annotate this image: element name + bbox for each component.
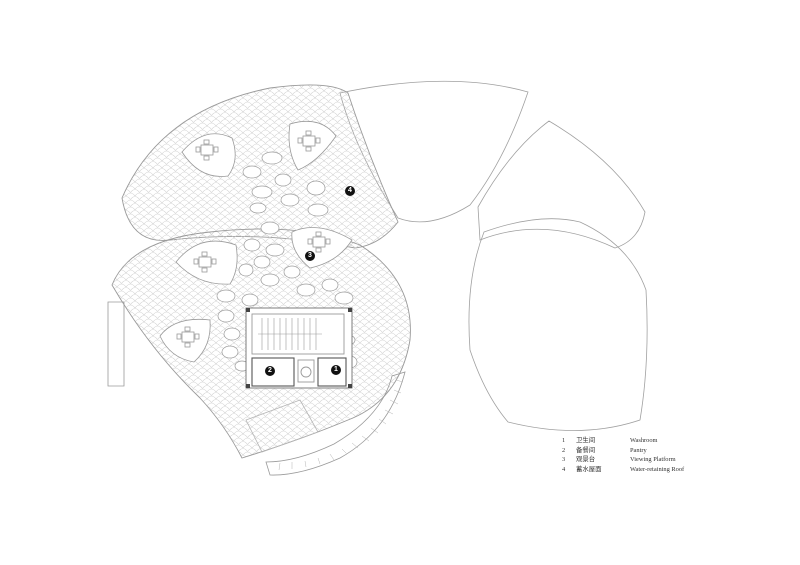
core-column-2 xyxy=(348,308,352,312)
seating-pod-1 xyxy=(181,133,236,177)
curved-stair-treads xyxy=(278,379,404,471)
petal-group-main xyxy=(111,84,411,459)
legend-row: 1 卫生间 Washroom xyxy=(562,436,750,446)
service-core xyxy=(245,307,353,389)
legend-number: 4 xyxy=(562,465,566,473)
core-column-1 xyxy=(246,308,250,312)
stepping-stones xyxy=(216,151,358,372)
stair-treads xyxy=(258,318,322,350)
legend-label-cn: 备餐间 xyxy=(576,446,596,454)
marker-water-retaining-roof: 4 xyxy=(345,186,355,196)
legend-label-en: Viewing Platform xyxy=(630,456,676,464)
legend: 1 卫生间 Washroom 2 备餐间 Pantry 3 观景台 Viewin… xyxy=(562,436,750,474)
stair-enclosure xyxy=(251,313,345,355)
seating-pod-2 xyxy=(288,120,337,171)
legend-row: 3 观景台 Viewing Platform xyxy=(562,455,750,465)
marker-washroom: 1 xyxy=(331,365,341,375)
exterior-elements xyxy=(107,301,406,476)
pantry-room xyxy=(251,357,295,387)
legend-label-cn: 观景台 xyxy=(576,456,596,464)
petal-upper-hatched xyxy=(121,84,399,249)
marker-pantry: 2 xyxy=(265,366,275,376)
core-column-4 xyxy=(348,384,352,388)
legend-label-en: Washroom xyxy=(630,437,658,444)
fixture-box xyxy=(297,359,315,383)
marker-viewing-platform: 3 xyxy=(305,251,315,261)
lower-stair-run xyxy=(245,399,319,453)
legend-label-cn: 卫生间 xyxy=(576,437,596,444)
legend-number: 1 xyxy=(562,437,566,444)
legend-label-en: Pantry xyxy=(630,446,647,454)
legend-label-cn: 蓄水屋面 xyxy=(576,465,602,473)
seating-pod-3 xyxy=(175,240,238,285)
legend-label-en: Water-retaining Roof xyxy=(630,465,685,473)
fixture-circle xyxy=(300,366,312,378)
petal-bottom-right xyxy=(468,218,648,431)
legend-number: 3 xyxy=(562,456,566,464)
left-deck xyxy=(107,301,125,387)
legend-row: 4 蓄水屋面 Water-retaining Roof xyxy=(562,465,750,475)
core-column-3 xyxy=(246,384,250,388)
washroom-room xyxy=(317,357,347,387)
curved-stair-outer xyxy=(265,371,406,476)
seating-pod-5 xyxy=(159,318,211,363)
legend-number: 2 xyxy=(562,446,566,454)
legend-row: 2 备餐间 Pantry xyxy=(562,446,750,456)
petal-mid-right xyxy=(477,120,646,249)
